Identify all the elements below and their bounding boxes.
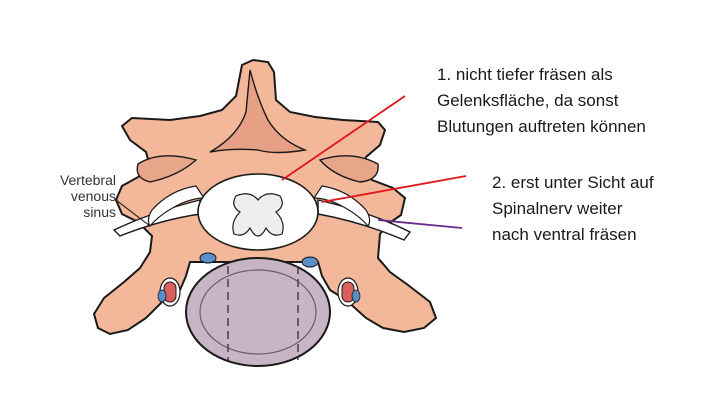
disc-ring	[199, 269, 317, 355]
leader-line-annotation-1	[281, 95, 406, 181]
right-facet	[318, 155, 379, 183]
right-blue-vessel	[301, 256, 319, 268]
grey-matter	[232, 193, 284, 237]
left-facet	[136, 155, 198, 183]
leader-line-venous-sinus	[115, 199, 151, 227]
left-vertebral-artery	[157, 277, 181, 307]
leader-line-annotation-2	[321, 175, 467, 203]
annotation-1-line-2: Gelenksfläche, da sonst	[437, 91, 619, 110]
venous-sinus-left	[147, 185, 206, 228]
left-blue-vessel	[199, 252, 217, 264]
annotation-1-line-3: Blutungen auftreten können	[437, 117, 646, 136]
sinus-label-line-3: sinus	[83, 204, 116, 220]
vertebral-venous-sinus-label: Vertebral venous sinus	[44, 172, 116, 220]
right-vertebral-artery	[337, 277, 361, 307]
leader-line-spinal-nerve	[377, 219, 463, 229]
annotation-2-line-1: 2. erst unter Sicht auf	[492, 173, 654, 192]
annotation-1-line-1: 1. nicht tiefer fräsen als	[437, 65, 613, 84]
sinus-label-line-2: venous	[70, 188, 116, 204]
annotation-1: 1. nicht tiefer fräsen als Gelenksfläche…	[437, 62, 646, 140]
annotation-2-line-2: Spinalnerv weiter	[492, 199, 623, 218]
spinous-process-shading	[209, 69, 308, 154]
annotation-2: 2. erst unter Sicht auf Spinalnerv weite…	[492, 170, 654, 248]
annotation-2-line-3: nach ventral fräsen	[492, 225, 637, 244]
sinus-label-line-1: Vertebral	[59, 172, 116, 188]
vertebral-body-disc	[185, 257, 331, 367]
